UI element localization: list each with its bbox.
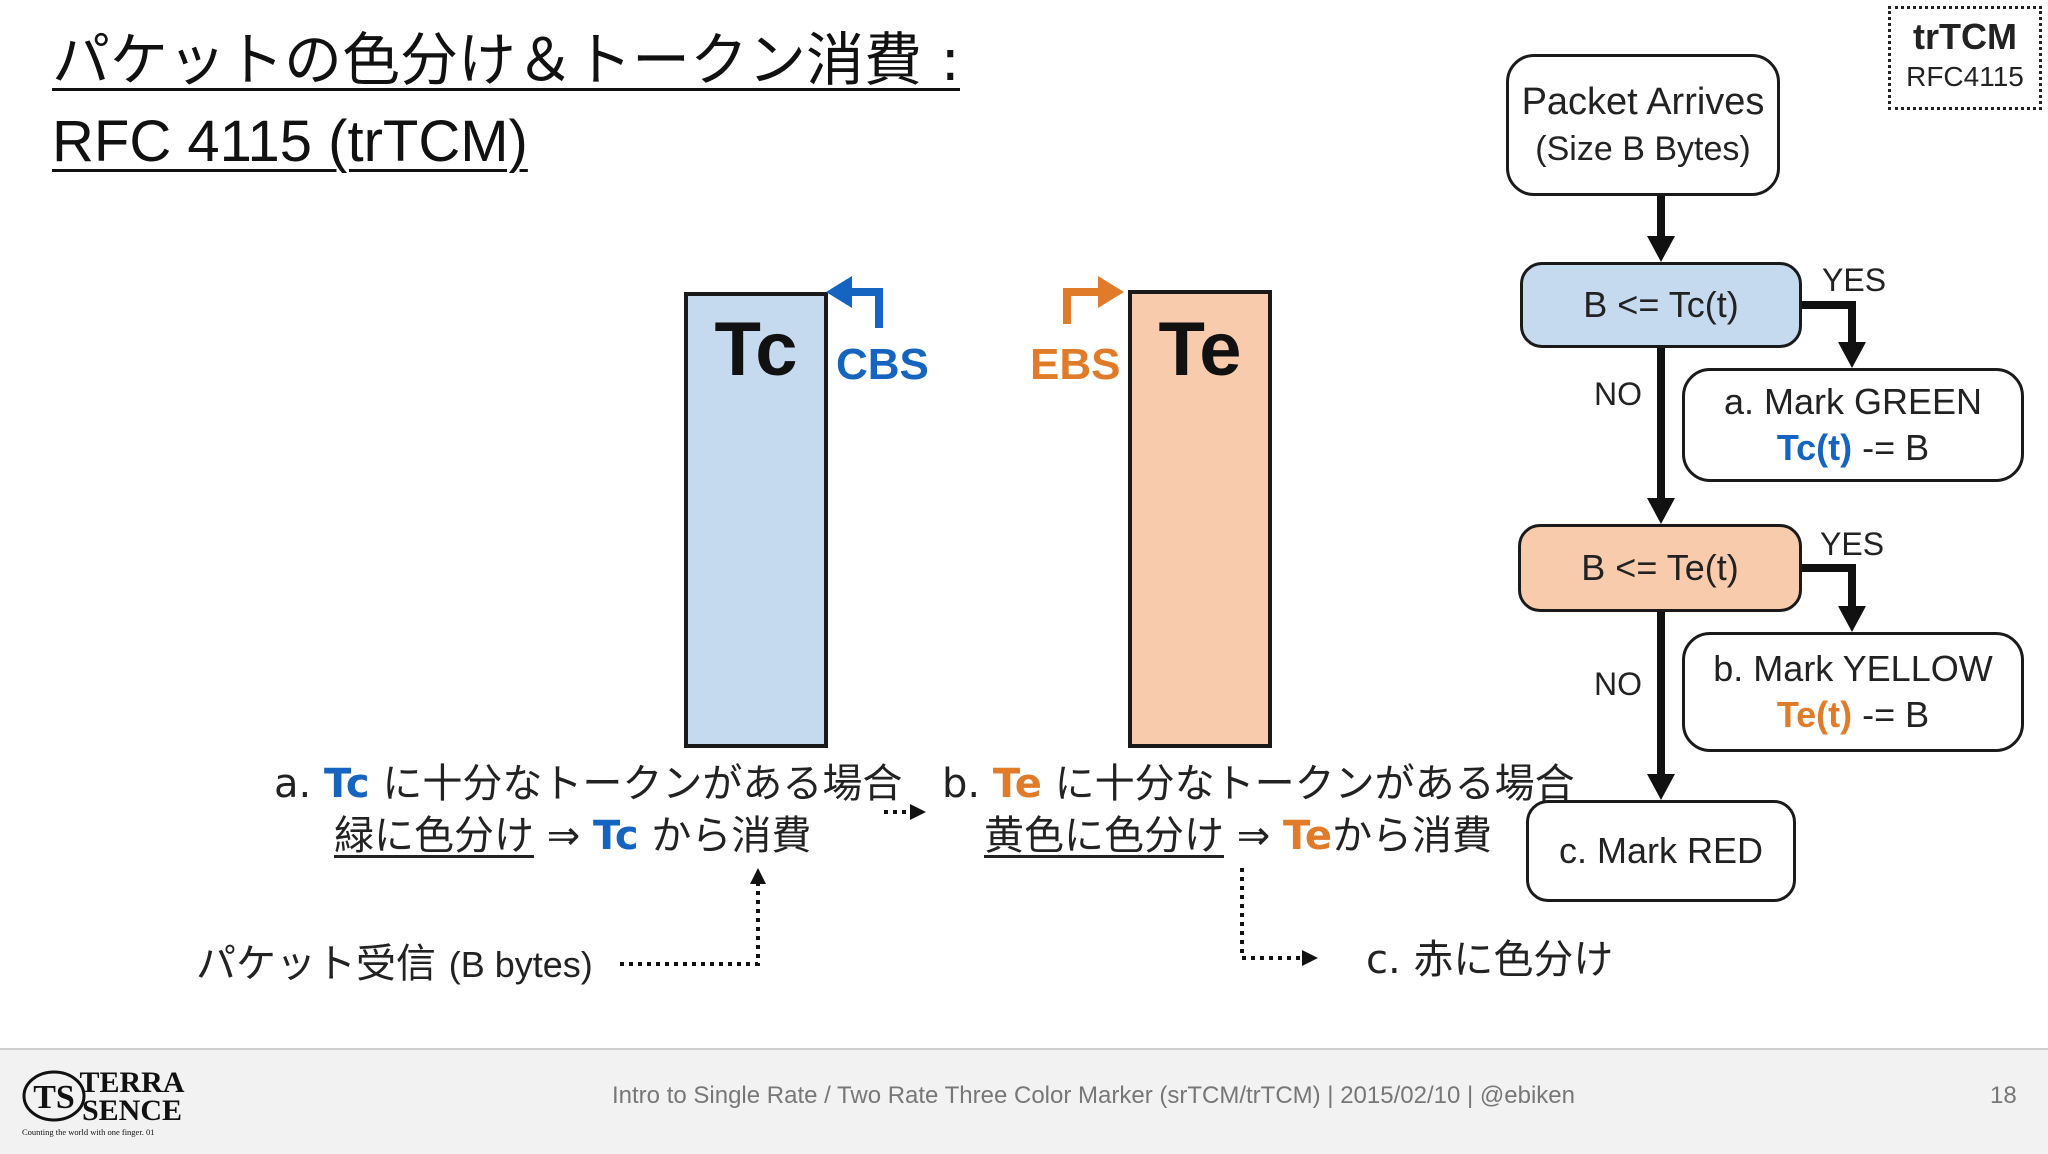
receive-arrowhead-icon [750, 868, 766, 884]
packet-receive-main: パケット受信 [196, 941, 436, 987]
flow-decision-te-text: B <= Te(t) [1581, 547, 1739, 588]
desc-a-bucket2: Tc [592, 813, 639, 859]
badge-rfc: RFC4115 [1906, 61, 2024, 92]
logo-mark-icon: TS TERRA SENCE Counting the world with o… [22, 1066, 185, 1137]
flow-no-label-1: NO [1594, 376, 1642, 412]
logo-line2: SENCE [82, 1094, 182, 1127]
desc-b-action: 黄色に色分け [984, 813, 1224, 859]
flow-result-yellow-line1: b. Mark YELLOW [1713, 648, 1993, 689]
desc-b-consume: から消費 [1332, 813, 1493, 859]
slide-subtitle: RFC 4115 (trTCM) [52, 109, 528, 174]
b-to-c-arrowhead-icon [1302, 950, 1318, 966]
logo-tagline: Counting the world with one finger. 01 [22, 1127, 154, 1137]
tc-bucket-label: Tc [714, 307, 798, 392]
flow-decision-tc-text: B <= Tc(t) [1583, 284, 1739, 325]
desc-b-prefix: b. [942, 761, 981, 807]
flow-result-green-var: Tc(t) [1776, 427, 1853, 468]
te-bucket-label: Te [1158, 307, 1242, 392]
flow-decision-tc: B <= Tc(t) [1520, 262, 1802, 348]
desc-a-bucket: Tc [323, 761, 370, 807]
flow-decision-te: B <= Te(t) [1518, 524, 1802, 612]
cbs-arrow-icon [826, 276, 883, 328]
packet-receive-label: パケット受信 (B bytes) [196, 938, 593, 991]
flowchart-arrowheads [1647, 236, 1866, 800]
desc-b-bucket2: Te [1282, 813, 1333, 859]
flow-result-green-line2: Tc(t) -= B [1777, 427, 1929, 469]
flow-result-red-text: c. Mark RED [1558, 830, 1763, 871]
flow-result-green-line1: a. Mark GREEN [1723, 381, 1983, 422]
desc-a-line2: 緑に色分け ⇒ Tc から消費 [334, 810, 811, 862]
logo-line1: TERRA [79, 1066, 184, 1099]
flow-result-green: a. Mark GREEN Tc(t) -= B [1682, 368, 2024, 482]
a-to-b-arrowhead-icon [910, 804, 926, 820]
flow-result-yellow: b. Mark YELLOW Te(t) -= B [1682, 632, 2024, 752]
desc-b-bucket: Te [992, 761, 1042, 807]
slide-footer [0, 1048, 2048, 1154]
trtcm-badge: trTCM RFC4115 [1888, 6, 2042, 110]
flowchart-arrows [1657, 196, 1856, 782]
te-bucket [1128, 290, 1272, 748]
desc-b-line1: b. Te に十分なトークンがある場合 [942, 758, 1575, 810]
flow-start-box: Packet Arrives (Size B Bytes) [1506, 54, 1780, 196]
desc-b-line2: 黄色に色分け ⇒ Teから消費 [984, 810, 1492, 862]
desc-a-action: 緑に色分け [334, 813, 534, 859]
badge-name: trTCM [1913, 16, 2017, 57]
flow-result-yellow-var: Te(t) [1776, 694, 1853, 735]
footer-caption: Intro to Single Rate / Two Rate Three Co… [612, 1082, 1575, 1109]
desc-a-line1: a. Tc に十分なトークンがある場合 [274, 758, 902, 810]
desc-b-arrow: ⇒ [1236, 813, 1271, 859]
desc-a-consume: から消費 [651, 813, 812, 859]
desc-a-arrow: ⇒ [546, 813, 581, 859]
flow-start-line1: Packet Arrives [1521, 81, 1765, 123]
flow-result-green-op: -= B [1852, 427, 1930, 468]
logo-mark-text: TS [33, 1079, 75, 1116]
flow-no-label-2: NO [1594, 666, 1642, 702]
cbs-label: CBS [836, 340, 929, 389]
packet-receive-sub: (B bytes) [448, 944, 593, 985]
slide-title: パケットの色分け＆トークン消費 : [52, 26, 960, 94]
ebs-label: EBS [1030, 340, 1121, 389]
ebs-arrow-icon [1063, 276, 1124, 324]
page-number: 18 [1990, 1082, 2017, 1109]
desc-b-condition: に十分なトークンがある場合 [1054, 761, 1575, 807]
flow-result-yellow-line2: Te(t) -= B [1777, 694, 1929, 736]
desc-c: c. 赤に色分け [1366, 937, 1614, 983]
terrasence-logo: TS TERRA SENCE Counting the world with o… [20, 1062, 200, 1138]
flow-result-yellow-op: -= B [1852, 694, 1930, 735]
desc-a-prefix: a. [274, 761, 312, 807]
desc-a-condition: に十分なトークンがある場合 [382, 761, 903, 807]
flow-start-line2: (Size B Bytes) [1535, 130, 1751, 168]
flow-yes-label-2: YES [1820, 526, 1885, 562]
flow-result-red: c. Mark RED [1526, 800, 1796, 902]
flow-yes-label-1: YES [1822, 262, 1887, 298]
dotted-flow-arrows [620, 810, 1306, 966]
tc-bucket [684, 292, 828, 748]
